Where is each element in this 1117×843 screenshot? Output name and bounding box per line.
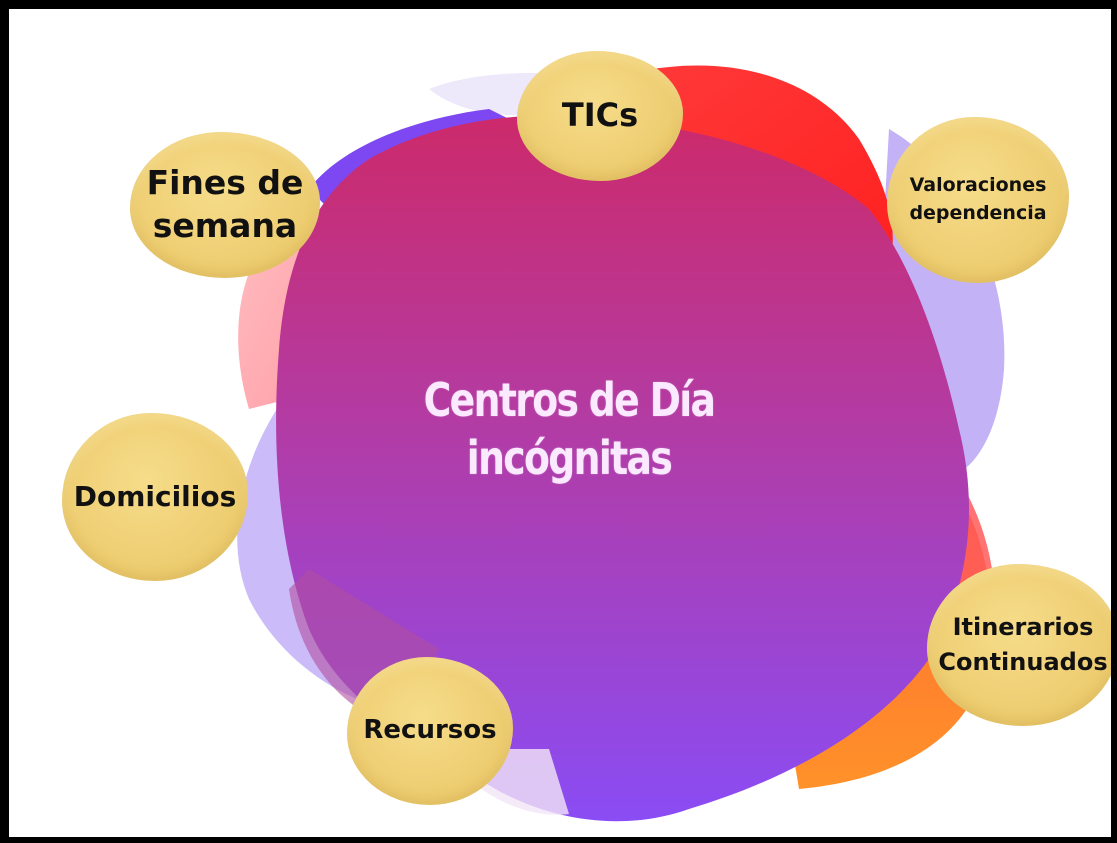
node-domicilios: Domicilios: [62, 413, 248, 581]
node-label-line: Continuados: [938, 648, 1108, 676]
node-label-line: TICs: [561, 96, 639, 135]
node-label: Recursos: [363, 715, 496, 747]
node-label-line: Domicilios: [73, 479, 237, 513]
node-label: TICs: [562, 96, 638, 135]
node-disc: [887, 117, 1069, 283]
node-label: Itinerarios Continuados: [938, 610, 1107, 680]
center-title: Centros de Día incógnitas: [421, 371, 716, 487]
background-blobs: [237, 65, 1005, 822]
node-label-line: Recursos: [363, 715, 497, 746]
node-recursos: Recursos: [347, 657, 513, 805]
node-tics: TICs: [517, 51, 683, 181]
node-label-line: Valoraciones: [909, 174, 1047, 197]
node-disc: [927, 564, 1111, 726]
node-fines-de-semana: Fines de semana: [130, 132, 320, 278]
node-disc: [517, 51, 683, 181]
node-label: Domicilios: [74, 480, 237, 514]
blob-main: [276, 115, 969, 822]
node-label: Valoraciones dependencia: [909, 172, 1046, 227]
center-title-line1: Centros de Día: [423, 373, 716, 427]
node-label: Fines de semana: [147, 162, 304, 248]
node-label-line: Itinerarios: [952, 613, 1094, 642]
node-label-line: Fines de: [146, 163, 304, 203]
node-disc: [347, 657, 513, 805]
node-label-line: dependencia: [909, 202, 1047, 224]
node-disc: [130, 132, 320, 278]
center-title-line2: incógnitas: [466, 431, 673, 485]
node-itinerarios-continuados: Itinerarios Continuados: [927, 564, 1111, 726]
node-disc: [62, 413, 248, 581]
node-label-line: semana: [152, 206, 298, 245]
node-valoraciones-dependencia: Valoraciones dependencia: [887, 117, 1069, 283]
